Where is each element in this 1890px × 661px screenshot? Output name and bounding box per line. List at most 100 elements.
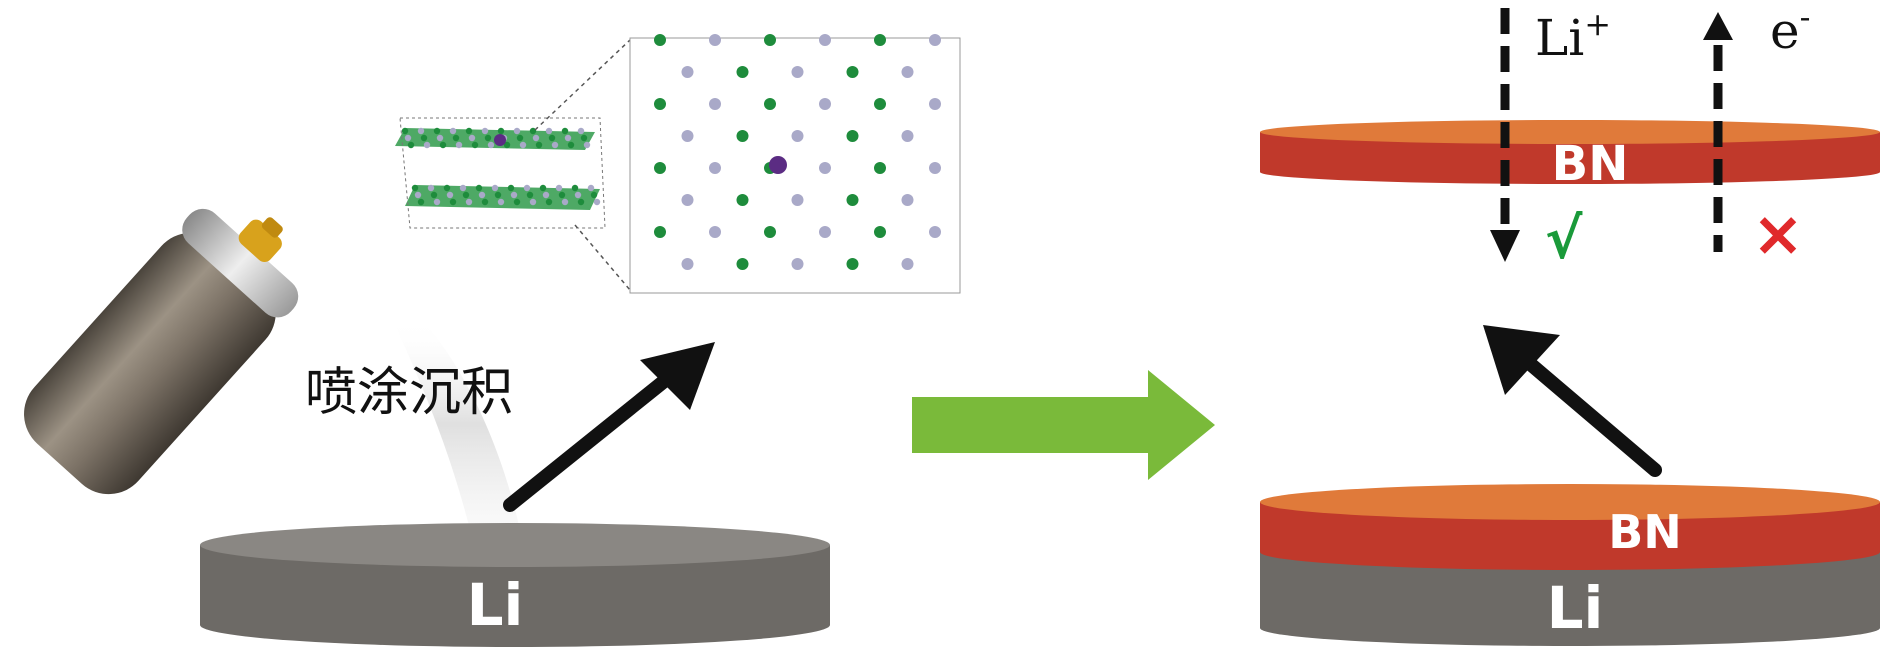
side-atom xyxy=(590,191,598,199)
side-atom xyxy=(481,127,489,135)
boron-atom xyxy=(874,226,886,238)
left-li-label: Li xyxy=(467,571,524,639)
li-ion-label: Li+ xyxy=(1535,5,1611,67)
side-atom xyxy=(539,184,547,192)
nitrogen-atom xyxy=(929,226,941,238)
side-atom xyxy=(449,198,457,206)
zoom-line-bottom xyxy=(574,224,631,291)
side-atom xyxy=(571,184,579,192)
lattice-frame xyxy=(629,37,961,294)
nitrogen-atom xyxy=(681,66,694,78)
nitrogen-atom xyxy=(901,130,914,142)
side-atom xyxy=(446,191,454,199)
nitrogen-atom xyxy=(709,162,721,174)
boron-atom xyxy=(874,34,886,46)
side-atom xyxy=(516,134,524,142)
side-atom xyxy=(574,191,582,199)
nitrogen-atom xyxy=(791,130,804,142)
boron-atom xyxy=(654,226,666,238)
side-atom xyxy=(583,141,591,149)
boron-atom xyxy=(764,34,776,46)
side-atom xyxy=(497,127,505,135)
boron-atom xyxy=(764,98,776,110)
side-atom xyxy=(475,184,483,192)
side-atom xyxy=(510,191,518,199)
nitrogen-atom xyxy=(681,194,694,206)
electron-block-mark: × xyxy=(1752,197,1804,270)
boron-atom xyxy=(654,98,666,110)
nitrogen-atom xyxy=(929,98,941,110)
side-atom xyxy=(564,134,572,142)
nitrogen-atom xyxy=(791,66,804,78)
side-atom xyxy=(545,127,553,135)
side-atom xyxy=(411,184,419,192)
nitrogen-atom xyxy=(929,162,941,174)
side-atom xyxy=(577,198,585,206)
side-atom xyxy=(423,141,431,149)
boron-atom xyxy=(736,66,749,78)
side-atom xyxy=(548,134,556,142)
right-li-bn-stack: BN Li xyxy=(1260,484,1880,646)
boron-atom xyxy=(846,258,859,270)
boron-atom xyxy=(874,162,886,174)
electron-arrow xyxy=(1703,12,1733,252)
side-atom xyxy=(427,184,435,192)
nitrogen-atom xyxy=(791,258,804,270)
side-atom xyxy=(449,127,457,135)
boron-atom xyxy=(846,194,859,206)
side-atom xyxy=(452,134,460,142)
side-atom xyxy=(519,141,527,149)
side-atom xyxy=(465,198,473,206)
side-atom xyxy=(459,184,467,192)
side-atom xyxy=(417,198,425,206)
side-atom xyxy=(436,134,444,142)
side-atom xyxy=(497,198,505,206)
side-atom xyxy=(487,141,495,149)
side-atom xyxy=(430,191,438,199)
nitrogen-atom xyxy=(709,226,721,238)
side-atom xyxy=(558,191,566,199)
side-atom xyxy=(551,141,559,149)
side-atom xyxy=(455,141,463,149)
process-arrow-icon xyxy=(912,370,1215,480)
nitrogen-atom xyxy=(819,98,831,110)
nitrogen-atom xyxy=(709,34,721,46)
boron-atom xyxy=(736,258,749,270)
side-dopant-atom xyxy=(494,134,506,146)
side-atom xyxy=(561,198,569,206)
side-atom xyxy=(580,134,588,142)
boron-atom xyxy=(846,66,859,78)
zoom-line-top xyxy=(534,39,631,131)
side-atom xyxy=(417,127,425,135)
nitrogen-atom xyxy=(901,194,914,206)
side-atom xyxy=(513,198,521,206)
dopant-atom xyxy=(769,156,787,174)
side-atom xyxy=(593,198,601,206)
side-atom xyxy=(555,184,563,192)
nitrogen-atom xyxy=(819,34,831,46)
boron-atom xyxy=(874,98,886,110)
side-atom xyxy=(542,191,550,199)
side-atom xyxy=(414,191,422,199)
bn-film-top: BN xyxy=(1260,120,1880,192)
side-atom xyxy=(529,198,537,206)
ion-pass-mark: √ xyxy=(1545,207,1583,272)
nitrogen-atom xyxy=(929,34,941,46)
side-atom xyxy=(462,191,470,199)
side-atom xyxy=(404,134,412,142)
spray-can-icon xyxy=(24,208,299,495)
side-atom xyxy=(484,134,492,142)
side-atom xyxy=(532,134,540,142)
nitrogen-atom xyxy=(681,130,694,142)
left-li-substrate: Li xyxy=(200,523,830,647)
side-atom xyxy=(481,198,489,206)
nitrogen-atom xyxy=(791,194,804,206)
side-atom xyxy=(526,191,534,199)
side-atom xyxy=(471,141,479,149)
boron-atom xyxy=(654,34,666,46)
spray-plume xyxy=(395,318,520,530)
side-atom xyxy=(561,127,569,135)
side-atom xyxy=(587,184,595,192)
side-atom xyxy=(491,184,499,192)
side-atom xyxy=(494,191,502,199)
